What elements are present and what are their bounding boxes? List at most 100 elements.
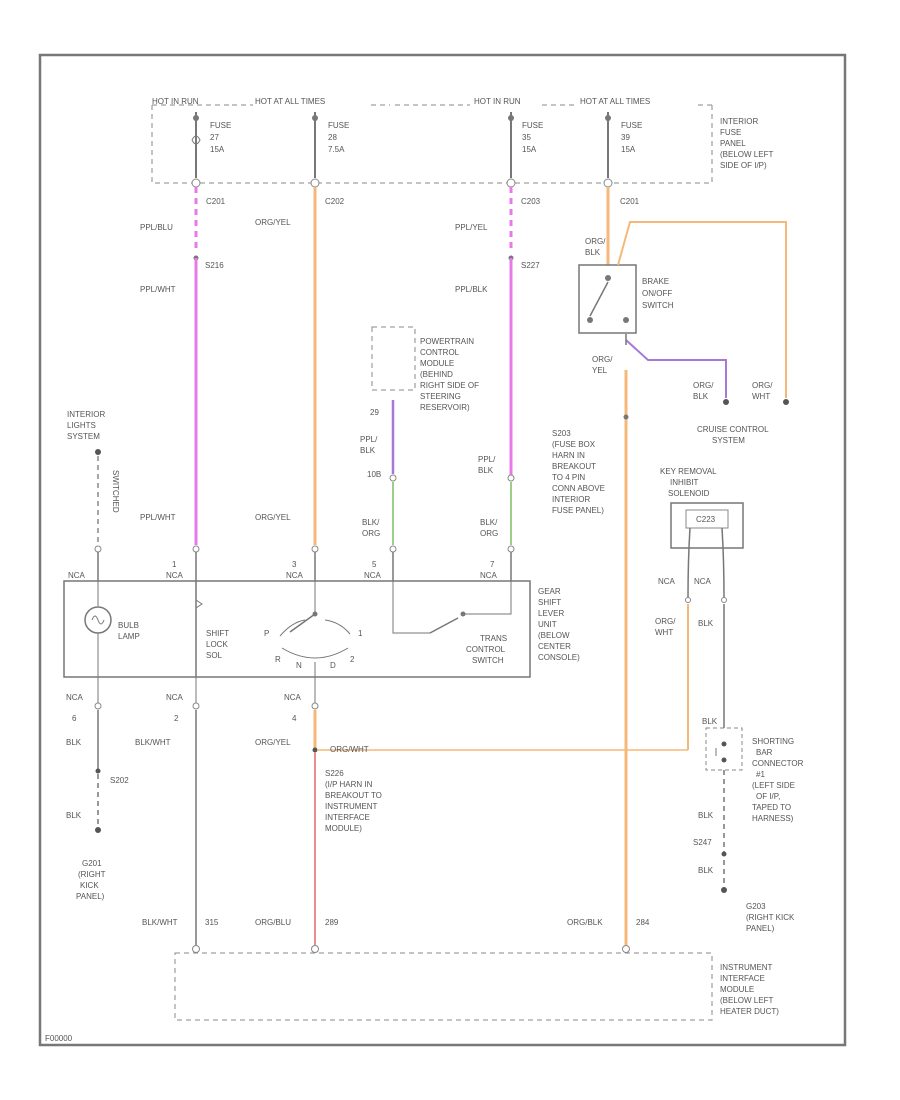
svg-text:ORG/YEL: ORG/YEL [255, 738, 291, 747]
svg-text:BLK: BLK [702, 717, 718, 726]
svg-text:S227: S227 [521, 261, 540, 270]
svg-text:S247: S247 [693, 838, 712, 847]
svg-text:CENTER: CENTER [538, 642, 571, 651]
svg-text:OF I/P,: OF I/P, [756, 792, 780, 801]
svg-text:CONTROL: CONTROL [420, 348, 460, 357]
svg-text:INTERIOR: INTERIOR [720, 117, 758, 126]
svg-text:27: 27 [210, 133, 219, 142]
svg-text:INTERFACE: INTERFACE [325, 813, 370, 822]
svg-text:UNIT: UNIT [538, 620, 557, 629]
svg-text:LAMP: LAMP [118, 632, 140, 641]
svg-text:SHIFT: SHIFT [206, 629, 229, 638]
svg-text:TAPED TO: TAPED TO [752, 803, 791, 812]
svg-text:BLK: BLK [585, 248, 601, 257]
svg-text:6: 6 [72, 714, 77, 723]
svg-text:NCA: NCA [658, 577, 676, 586]
figure-code: F00000 [45, 1034, 73, 1043]
svg-text:FUSE: FUSE [522, 121, 543, 130]
svg-text:N: N [296, 661, 302, 670]
wire-2: ORG/YEL ORG/YEL [255, 187, 317, 545]
svg-text:7: 7 [490, 560, 495, 569]
svg-text:CONSOLE): CONSOLE) [538, 653, 580, 662]
svg-text:LOCK: LOCK [206, 640, 228, 649]
svg-text:FUSE: FUSE [621, 121, 642, 130]
svg-text:(RIGHT KICK: (RIGHT KICK [746, 913, 795, 922]
svg-text:WHT: WHT [752, 392, 770, 401]
svg-text:NCA: NCA [286, 571, 304, 580]
hot-at-all-times-label-2: HOT AT ALL TIMES [580, 97, 650, 106]
svg-text:ORG/: ORG/ [752, 381, 773, 390]
svg-text:28: 28 [328, 133, 337, 142]
svg-text:TRANS: TRANS [480, 634, 507, 643]
svg-text:ORG: ORG [480, 529, 498, 538]
svg-text:SYSTEM: SYSTEM [67, 432, 100, 441]
svg-text:289: 289 [325, 918, 339, 927]
svg-text:BLK: BLK [698, 619, 714, 628]
diagram-frame [38, 53, 847, 1047]
svg-text:C202: C202 [325, 197, 345, 206]
svg-text:(BELOW LEFT: (BELOW LEFT [720, 996, 773, 1005]
svg-text:BLK: BLK [698, 811, 714, 820]
svg-text:P: P [264, 629, 269, 638]
gear-shift-lever-unit: NCA 1 NCA 3 NCA 5 NCA 7 NCA BULB LAMP SH… [63, 545, 580, 723]
hot-at-all-times-label: HOT AT ALL TIMES [255, 97, 325, 106]
svg-text:INHIBIT: INHIBIT [670, 478, 699, 487]
svg-text:RIGHT SIDE OF: RIGHT SIDE OF [420, 381, 479, 390]
svg-text:NCA: NCA [66, 693, 84, 702]
svg-text:INTERFACE: INTERFACE [720, 974, 765, 983]
svg-text:BLK: BLK [360, 446, 376, 455]
svg-text:39: 39 [621, 133, 630, 142]
svg-text:INSTRUMENT: INSTRUMENT [720, 963, 773, 972]
cruise-control-system: ORG/ BLK ORG/ WHT CRUISE CONTROL SYSTEM [693, 381, 789, 445]
svg-text:BREAKOUT: BREAKOUT [552, 462, 596, 471]
svg-text:MODULE): MODULE) [325, 824, 362, 833]
svg-text:(BELOW: (BELOW [538, 631, 570, 640]
svg-text:SWITCH: SWITCH [642, 301, 674, 310]
svg-text:S216: S216 [205, 261, 224, 270]
svg-text:WHT: WHT [655, 628, 673, 637]
svg-text:KEY REMOVAL: KEY REMOVAL [660, 467, 717, 476]
svg-text:FUSE: FUSE [720, 128, 741, 137]
svg-text:PPL/YEL: PPL/YEL [455, 223, 488, 232]
svg-text:ORG/YEL: ORG/YEL [255, 513, 291, 522]
svg-text:ORG/BLU: ORG/BLU [255, 918, 291, 927]
svg-text:35: 35 [522, 133, 531, 142]
hot-in-run-label: HOT IN RUN [152, 97, 199, 106]
svg-text:FUSE: FUSE [328, 121, 349, 130]
svg-text:SHORTING: SHORTING [752, 737, 794, 746]
svg-text:C203: C203 [521, 197, 541, 206]
svg-text:BLK: BLK [693, 392, 709, 401]
svg-text:ORG/: ORG/ [693, 381, 714, 390]
svg-text:INTERIOR: INTERIOR [552, 495, 590, 504]
fuse-panel-label: INTERIOR FUSE PANEL (BELOW LEFT SIDE OF … [720, 117, 773, 170]
wire-3: PPL/YEL S227 PPL/BLK PPL/ BLK BLK/ ORG [455, 187, 540, 545]
svg-text:ORG/: ORG/ [655, 617, 676, 626]
svg-text:C201: C201 [620, 197, 640, 206]
svg-text:BLK: BLK [66, 811, 82, 820]
svg-text:SHIFT: SHIFT [538, 598, 561, 607]
key-removal-inhibit-solenoid: KEY REMOVAL INHIBIT SOLENOID C223 NCA NC… [655, 467, 744, 750]
lower-circuit: BLK S202 BLK G201 (RIGHT KICK PANEL) BLK… [66, 710, 804, 1021]
fuse-28: FUSE 28 7.5A C202 [312, 112, 349, 206]
svg-text:ORG: ORG [362, 529, 380, 538]
svg-text:PPL/BLK: PPL/BLK [455, 285, 488, 294]
svg-text:PANEL: PANEL [720, 139, 746, 148]
svg-text:ORG/WHT: ORG/WHT [330, 745, 369, 754]
svg-text:2: 2 [174, 714, 179, 723]
svg-text:5: 5 [372, 560, 377, 569]
svg-text:BLK/WHT: BLK/WHT [142, 918, 178, 927]
fuse-27: FUSE 27 15A C201 [191, 112, 231, 206]
svg-text:15A: 15A [522, 145, 537, 154]
svg-text:BREAKOUT TO: BREAKOUT TO [325, 791, 382, 800]
svg-text:POWERTRAIN: POWERTRAIN [420, 337, 474, 346]
svg-text:(I/P HARN IN: (I/P HARN IN [325, 780, 373, 789]
svg-text:7.5A: 7.5A [328, 145, 345, 154]
svg-text:CRUISE CONTROL: CRUISE CONTROL [697, 425, 769, 434]
svg-text:PPL/: PPL/ [360, 435, 378, 444]
svg-text:PPL/WHT: PPL/WHT [140, 513, 176, 522]
svg-text:NCA: NCA [364, 571, 382, 580]
svg-text:NCA: NCA [284, 693, 302, 702]
svg-text:LEVER: LEVER [538, 609, 564, 618]
svg-text:SWITCH: SWITCH [472, 656, 504, 665]
